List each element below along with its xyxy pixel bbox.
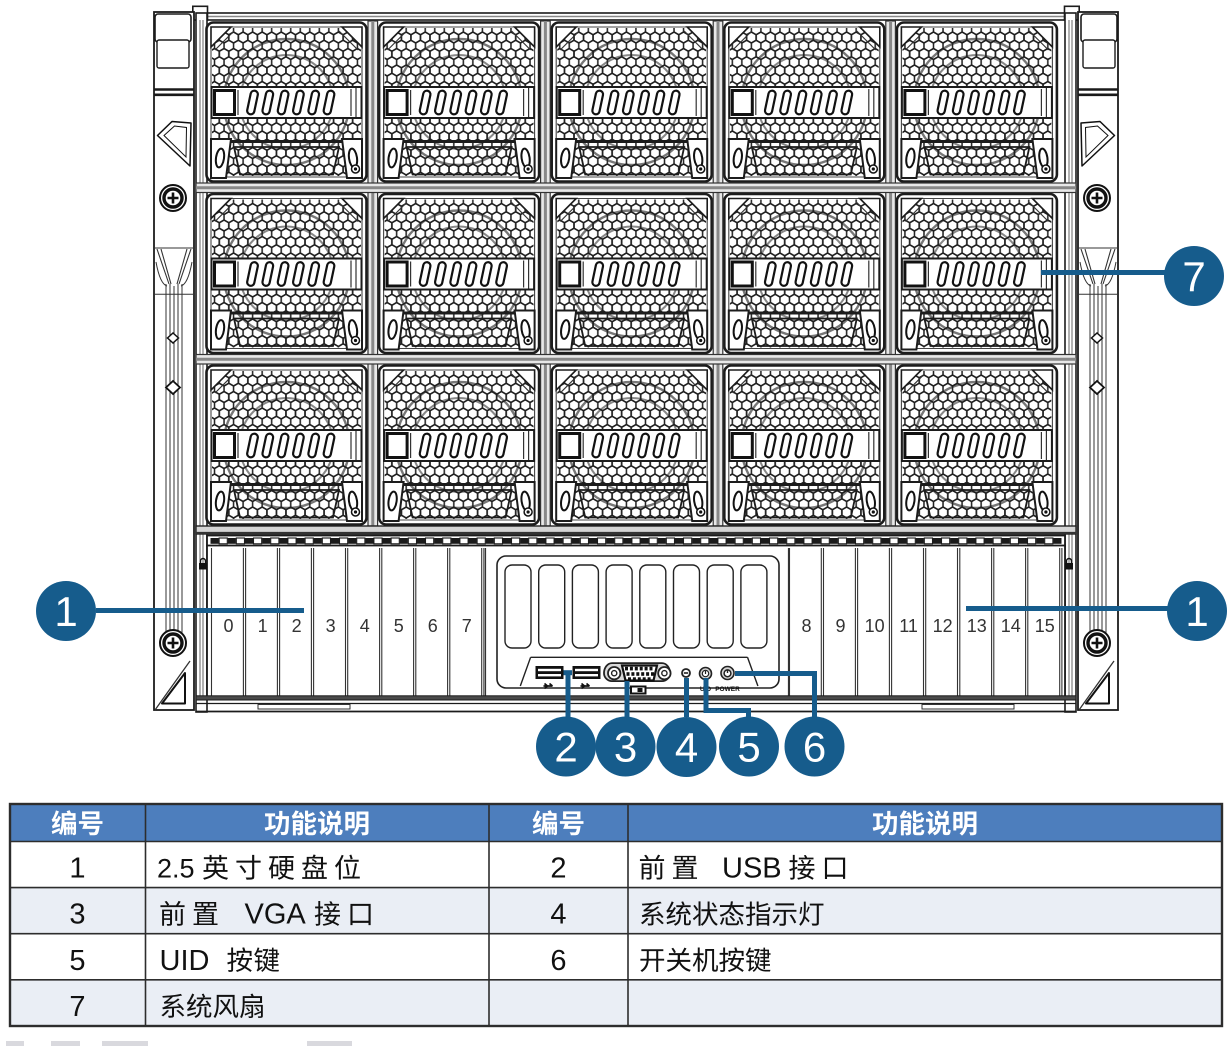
svg-text:9: 9 [835, 616, 845, 636]
svg-text:0: 0 [223, 616, 233, 636]
svg-text:13: 13 [967, 616, 987, 636]
svg-text:10: 10 [865, 616, 885, 636]
svg-text:1: 1 [1185, 588, 1208, 635]
svg-text:VGA: VGA [245, 899, 307, 931]
svg-text:5: 5 [394, 616, 404, 636]
svg-text:14: 14 [1001, 616, 1021, 636]
svg-text:5: 5 [69, 945, 85, 977]
svg-text:7: 7 [69, 991, 85, 1023]
svg-text:2: 2 [292, 616, 302, 636]
svg-text:6: 6 [550, 945, 566, 977]
svg-text:1: 1 [54, 588, 77, 635]
svg-text:3: 3 [69, 899, 85, 931]
svg-text:UID: UID [160, 945, 210, 977]
svg-text:3: 3 [326, 616, 336, 636]
svg-text:6: 6 [803, 724, 826, 771]
svg-text:2: 2 [554, 724, 577, 771]
svg-text:3: 3 [614, 724, 637, 771]
svg-text:2: 2 [550, 853, 566, 885]
svg-text:12: 12 [933, 616, 953, 636]
svg-text:2.5: 2.5 [157, 854, 195, 884]
svg-text:11: 11 [899, 616, 918, 636]
svg-text:4: 4 [550, 899, 566, 931]
svg-text:4: 4 [360, 616, 370, 636]
svg-text:POWER: POWER [715, 686, 740, 693]
svg-text:7: 7 [462, 616, 472, 636]
svg-text:7: 7 [1182, 253, 1205, 300]
svg-text:6: 6 [428, 616, 438, 636]
svg-text:4: 4 [675, 724, 698, 771]
svg-text:5: 5 [737, 724, 760, 771]
svg-text:USB: USB [722, 853, 782, 885]
svg-text:1: 1 [69, 853, 85, 885]
svg-text:8: 8 [801, 616, 811, 636]
svg-text:15: 15 [1035, 616, 1055, 636]
svg-text:1: 1 [258, 616, 268, 636]
